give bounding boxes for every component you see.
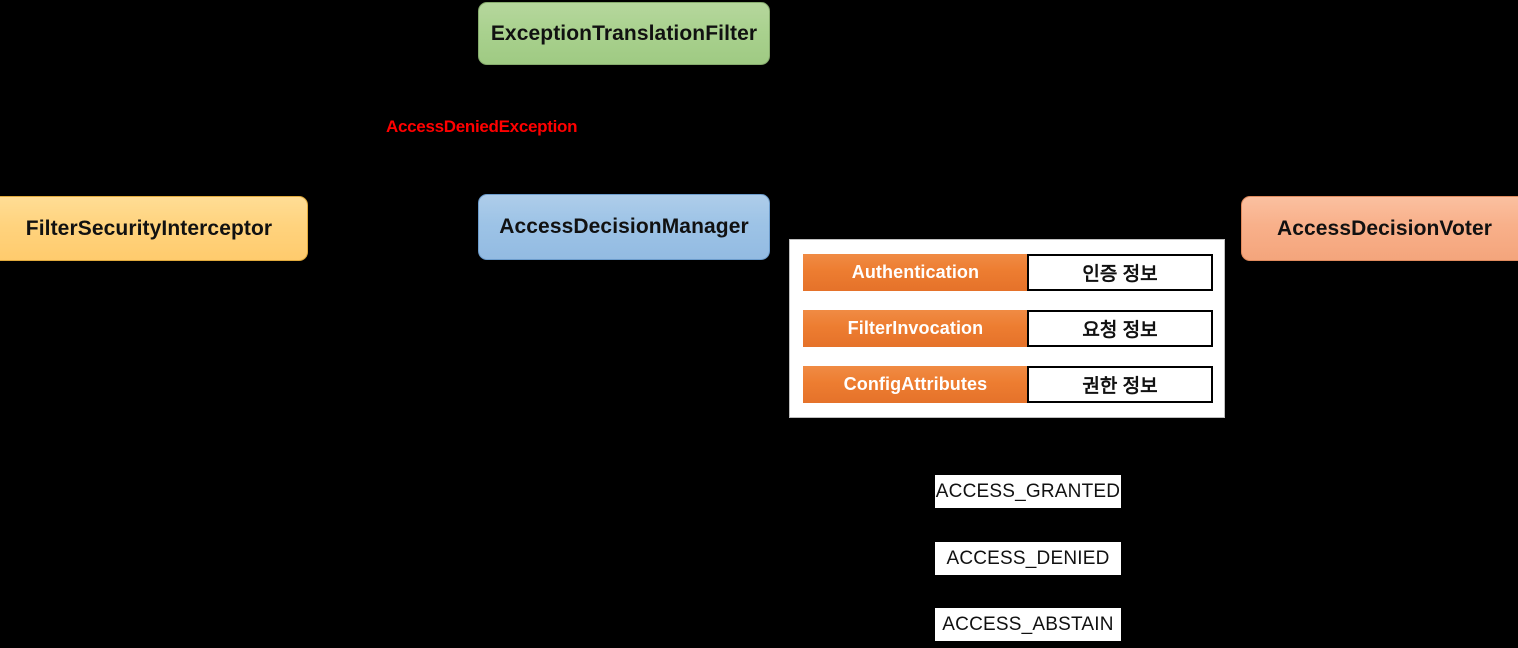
access-denied-exception-label: AccessDeniedException <box>386 117 578 136</box>
detail-key-filterinvocation: FilterInvocation <box>803 310 1028 347</box>
node-access-decision-voter[interactable]: AccessDecisionVoter <box>1241 196 1518 261</box>
detail-key-authentication: Authentication <box>803 254 1028 291</box>
detail-value-filterinvocation: 요청 정보 <box>1026 310 1213 347</box>
node-filter-security-interceptor[interactable]: FilterSecurityInterceptor <box>0 196 308 261</box>
node-label: AccessDecisionVoter <box>1276 216 1493 240</box>
access-result-denied: ACCESS_DENIED <box>935 542 1121 575</box>
detail-key-configattributes: ConfigAttributes <box>803 366 1028 403</box>
access-result-granted: ACCESS_GRANTED <box>935 475 1121 508</box>
detail-row: Authentication 인증 정보 <box>803 254 1213 291</box>
node-label: ExceptionTranslationFilter <box>490 21 758 45</box>
access-result-abstain: ACCESS_ABSTAIN <box>935 608 1121 641</box>
detail-value-configattributes: 권한 정보 <box>1026 366 1213 403</box>
node-label: FilterSecurityInterceptor <box>25 216 273 240</box>
detail-value-authentication: 인증 정보 <box>1026 254 1213 291</box>
detail-row: FilterInvocation 요청 정보 <box>803 310 1213 347</box>
detail-row: ConfigAttributes 권한 정보 <box>803 366 1213 403</box>
node-label: AccessDecisionManager <box>499 215 749 238</box>
node-access-decision-manager[interactable]: AccessDecisionManager <box>478 194 770 260</box>
decision-input-panel: Authentication 인증 정보 FilterInvocation 요청… <box>789 239 1225 418</box>
node-exception-translation-filter[interactable]: ExceptionTranslationFilter <box>478 2 770 65</box>
